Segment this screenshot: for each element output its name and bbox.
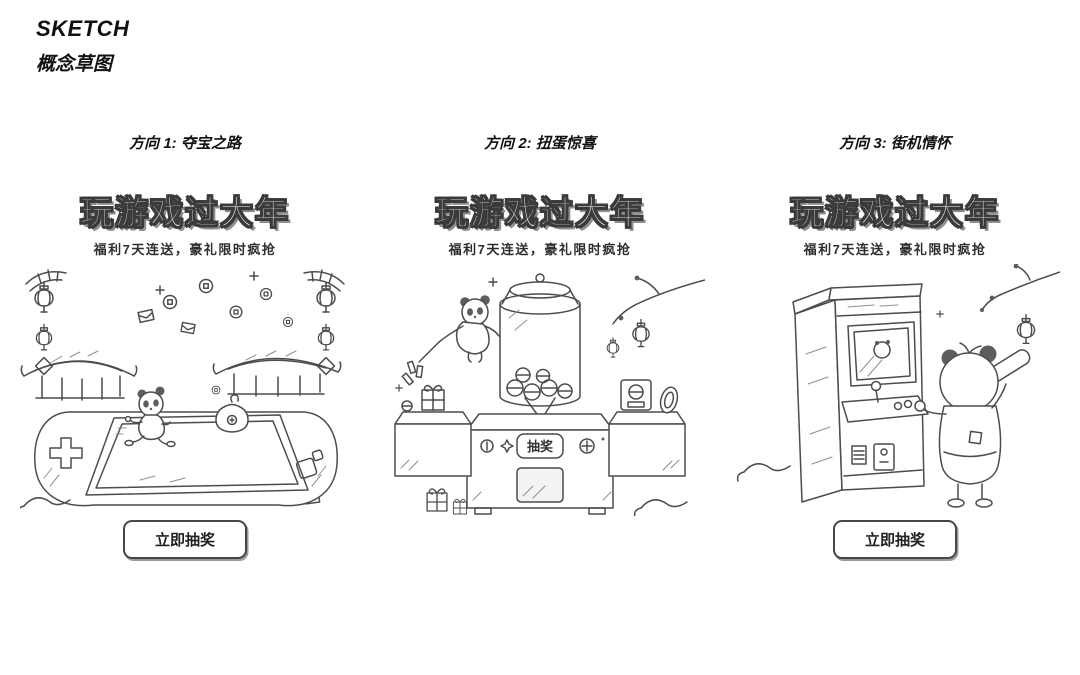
capsule-icon [506, 367, 573, 401]
coin-icon [162, 278, 294, 395]
temple-roof [20, 350, 138, 401]
arcade-illustration [730, 263, 1061, 516]
sparkle-icon [936, 310, 944, 318]
gashapon-scene-svg: 抽奖 [394, 273, 706, 518]
control-deck [841, 395, 929, 423]
arcade-scene-svg [736, 263, 1061, 508]
page-header: SKETCH 概念草图 [36, 16, 129, 76]
concept-1: 方向 1: 夺宝之路 玩游戏过大年 福利7天连送，豪礼限时疯抢 [15, 134, 355, 559]
banner-title-2: 玩游戏过大年 [435, 194, 645, 231]
gamepad [34, 411, 338, 507]
patch-icon [968, 430, 983, 445]
star-icon [500, 439, 514, 453]
pine-branch-icon [303, 269, 345, 292]
draw-now-button[interactable]: 立即抽奖 [832, 520, 957, 559]
concept-3: 方向 3: 街机情怀 玩游戏过大年 福利7天连送，豪礼限时疯抢 [725, 134, 1065, 559]
coin-door-icon [873, 443, 895, 471]
sketch-logo: SKETCH [36, 16, 130, 41]
side-table [608, 379, 686, 477]
direction-label-1: 方向 1: 夺宝之路 [129, 135, 241, 152]
concept-2: 方向 2: 扭蛋惊喜 玩游戏过大年 福利7天连送，豪礼限时疯抢 [370, 134, 710, 559]
arcade-screen [847, 321, 917, 387]
banner-subtitle-3: 福利7天连送，豪礼限时疯抢 [803, 242, 987, 257]
prize-door-icon [516, 467, 564, 503]
page-subtitle: 概念草图 [36, 54, 113, 75]
direction-label-2: 方向 2: 扭蛋惊喜 [484, 135, 596, 152]
action-button-icon [295, 457, 318, 480]
cloud-icon [633, 499, 688, 518]
side-table [394, 384, 472, 477]
turn-knob-icon [579, 438, 595, 454]
gamepad-illustration [16, 264, 350, 516]
coin-slot-icon [480, 439, 494, 453]
lantern-string-icon [34, 281, 54, 376]
banner-subtitle-2: 福利7天连送，豪礼限时疯抢 [448, 242, 632, 257]
sparkle-icon [155, 271, 259, 295]
plum-branch-icon [612, 275, 706, 325]
firecracker-icon [395, 360, 424, 392]
gamepad-scene-svg [16, 269, 345, 516]
joystick-icon [870, 380, 882, 392]
money-bag-icon [215, 394, 249, 433]
lantern-icon [1016, 314, 1036, 345]
panda-character [418, 295, 500, 363]
gashapon-illustration: 抽奖 [375, 264, 706, 518]
cloud-icon [736, 463, 791, 482]
gashapon-machine: 抽奖 [466, 273, 614, 515]
gift-box-icon [426, 488, 448, 512]
panda-character [914, 342, 1031, 508]
speaker-grille-icon [851, 445, 867, 465]
arcade-cabinet [792, 283, 929, 503]
banner-title-3: 玩游戏过大年 [790, 194, 1000, 231]
draw-now-button[interactable]: 立即抽奖 [122, 520, 247, 559]
lantern-icon [632, 318, 650, 348]
coin-icon [659, 386, 679, 414]
concepts-row: 方向 1: 夺宝之路 玩游戏过大年 福利7天连送，豪礼限时疯抢 [0, 134, 1080, 559]
machine-draw-button-label: 抽奖 [527, 439, 554, 454]
pole-icon [418, 341, 440, 363]
lantern-icon [606, 337, 620, 358]
direction-label-3: 方向 3: 街机情怀 [839, 135, 951, 152]
temple-roof [212, 350, 342, 397]
lantern-string-icon [316, 281, 336, 376]
dpad-icon [49, 437, 83, 469]
gift-box-icon [421, 384, 445, 411]
banner-subtitle-1: 福利7天连送，豪礼限时疯抢 [93, 242, 277, 257]
machine-draw-button[interactable] [516, 433, 564, 459]
action-button-icon [311, 449, 324, 462]
pine-branch-icon [25, 269, 67, 292]
panda-character [115, 386, 176, 448]
banner-title-1: 玩游戏过大年 [80, 194, 290, 231]
plum-branch-icon [980, 263, 1061, 312]
sparkle-icon [488, 277, 498, 287]
gift-box-icon [452, 498, 468, 515]
